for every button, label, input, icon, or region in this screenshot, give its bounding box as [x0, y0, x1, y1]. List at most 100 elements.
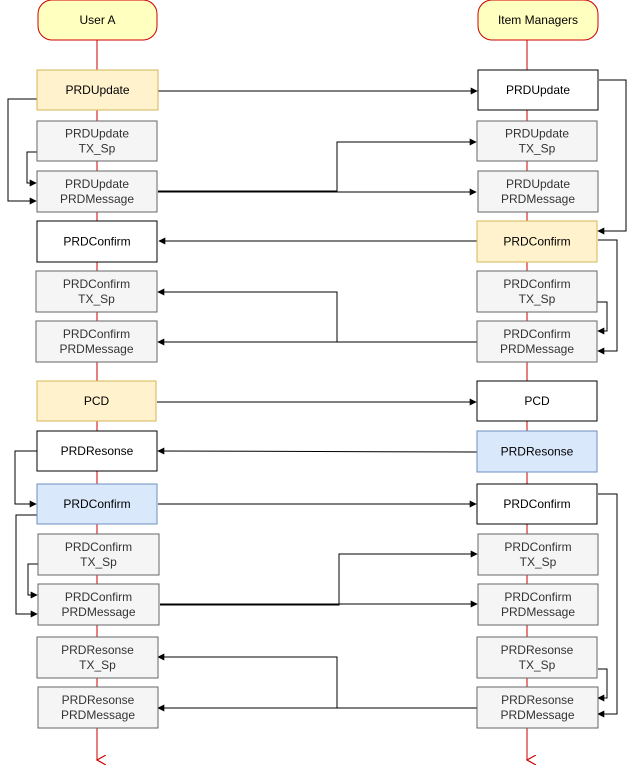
message-arrow-l7-to-l8: [14, 450, 37, 508]
message-arrow-l2-to-r1: [158, 138, 477, 192]
message-arrow-r8-to-r12: [597, 493, 618, 718]
right-box-1-label-1: PRDUpdate: [506, 83, 570, 97]
right-box-1-shape: [477, 69, 599, 111]
left-box-2-label-1: PRDUpdate: [65, 127, 129, 141]
right-box-10-shape: [477, 533, 599, 576]
right-box-1: PRDUpdate: [477, 69, 599, 111]
left-box-12-shape: [36, 636, 159, 679]
left-box-6-label-2: PRDMessage: [59, 342, 133, 356]
message-arrow-r5-to-l4: [157, 288, 477, 343]
header-item-managers: Item Managers: [477, 0, 599, 41]
left-box-10-label-1: PRDConfirm: [65, 540, 132, 554]
message-arrow-l1-to-l2: [26, 151, 37, 187]
right-box-7: PCD: [476, 380, 598, 422]
right-box-3-label-1: PRDUpdate: [506, 177, 570, 191]
left-box-5-shape: [35, 270, 158, 313]
left-box-9: PRDConfirm: [36, 483, 158, 525]
right-box-13-shape: [476, 686, 599, 729]
right-box-9-shape: [476, 483, 598, 525]
message-arrow-l0-to-l2: [7, 98, 37, 205]
message-arrow-l9-to-l10: [27, 563, 38, 599]
message-arrow-r4-to-r5: [597, 301, 608, 335]
left-box-13-label-1: PRDResonse: [62, 693, 135, 707]
left-box-9-label-1: PRDConfirm: [63, 497, 130, 511]
left-box-1-shape: [36, 69, 159, 111]
left-box-7-shape: [36, 380, 157, 422]
message-arrow-r12-to-l11: [157, 653, 477, 709]
left-box-4-label-1: PRDConfirm: [63, 235, 130, 249]
left-box-5-label-1: PRDConfirm: [63, 277, 130, 291]
right-box-10-label-2: TX_Sp: [520, 555, 557, 569]
right-box-13-label-1: PRDResonse: [501, 693, 574, 707]
left-box-8: PRDResonse: [36, 430, 158, 472]
right-box-11-label-2: PRDMessage: [501, 605, 575, 619]
header-user-a: User A: [37, 0, 158, 41]
right-box-2-label-1: PRDUpdate: [505, 127, 569, 141]
left-box-10-label-2: TX_Sp: [80, 555, 117, 569]
left-box-8-label-1: PRDResonse: [61, 444, 134, 458]
left-box-8-shape: [36, 430, 158, 472]
left-box-3-shape: [36, 170, 158, 213]
left-box-6-label-1: PRDConfirm: [63, 327, 130, 341]
message-arrow-l8-to-l10: [15, 514, 38, 618]
right-box-5-label-2: TX_Sp: [519, 292, 556, 306]
right-box-5-shape: [476, 270, 598, 313]
message-arrow-r0-to-r3: [597, 79, 627, 235]
right-box-5-label-1: PRDConfirm: [503, 277, 570, 291]
right-box-7-shape: [476, 380, 598, 422]
right-box-3-shape: [477, 170, 599, 213]
message-arrow-r3-to-r5: [597, 239, 618, 355]
left-box-1: PRDUpdate: [36, 69, 159, 111]
left-box-4-shape: [36, 220, 158, 263]
right-box-4: PRDConfirm: [476, 220, 598, 263]
left-box-11-label-2: PRDMessage: [61, 605, 135, 619]
left-box-3-label-2: PRDMessage: [60, 192, 134, 206]
left-box-7-label-1: PCD: [84, 394, 110, 408]
left-box-11-label-1: PRDConfirm: [65, 590, 132, 604]
left-box-6-shape: [35, 320, 158, 363]
left-box-3-label-1: PRDUpdate: [65, 177, 129, 191]
left-box-9-shape: [36, 483, 158, 525]
left-box-12-label-1: PRDResonse: [61, 643, 134, 657]
right-box-12-label-1: PRDResonse: [501, 643, 574, 657]
header-item-managers-label: Item Managers: [498, 13, 578, 27]
left-box-2-shape: [36, 120, 158, 162]
right-box-2-shape: [476, 120, 598, 162]
message-arrows: [7, 79, 627, 718]
left-box-4: PRDConfirm: [36, 220, 158, 263]
left-box-5-label-2: TX_Sp: [78, 292, 115, 306]
right-box-11-label-1: PRDConfirm: [504, 590, 571, 604]
right-box-7-label-1: PCD: [524, 394, 550, 408]
left-box-10-shape: [37, 533, 160, 576]
right-box-10-label-1: PRDConfirm: [504, 540, 571, 554]
right-box-12-shape: [476, 636, 598, 679]
right-box-6-label-2: PRDMessage: [500, 342, 574, 356]
right-box-8-label-1: PRDResonse: [501, 445, 574, 459]
right-box-6-label-1: PRDConfirm: [503, 327, 570, 341]
right-box-2-label-2: TX_Sp: [519, 142, 556, 156]
right-box-12-label-2: TX_Sp: [519, 658, 556, 672]
right-box-11-shape: [477, 583, 599, 626]
right-box-3-label-2: PRDMessage: [501, 192, 575, 206]
left-box-12-label-2: TX_Sp: [79, 658, 116, 672]
right-box-13-label-2: PRDMessage: [500, 708, 574, 722]
header-user-a-label: User A: [79, 13, 115, 27]
right-box-9-label-1: PRDConfirm: [503, 497, 570, 511]
left-box-2-label-2: TX_Sp: [79, 142, 116, 156]
left-box-11-shape: [37, 583, 160, 626]
